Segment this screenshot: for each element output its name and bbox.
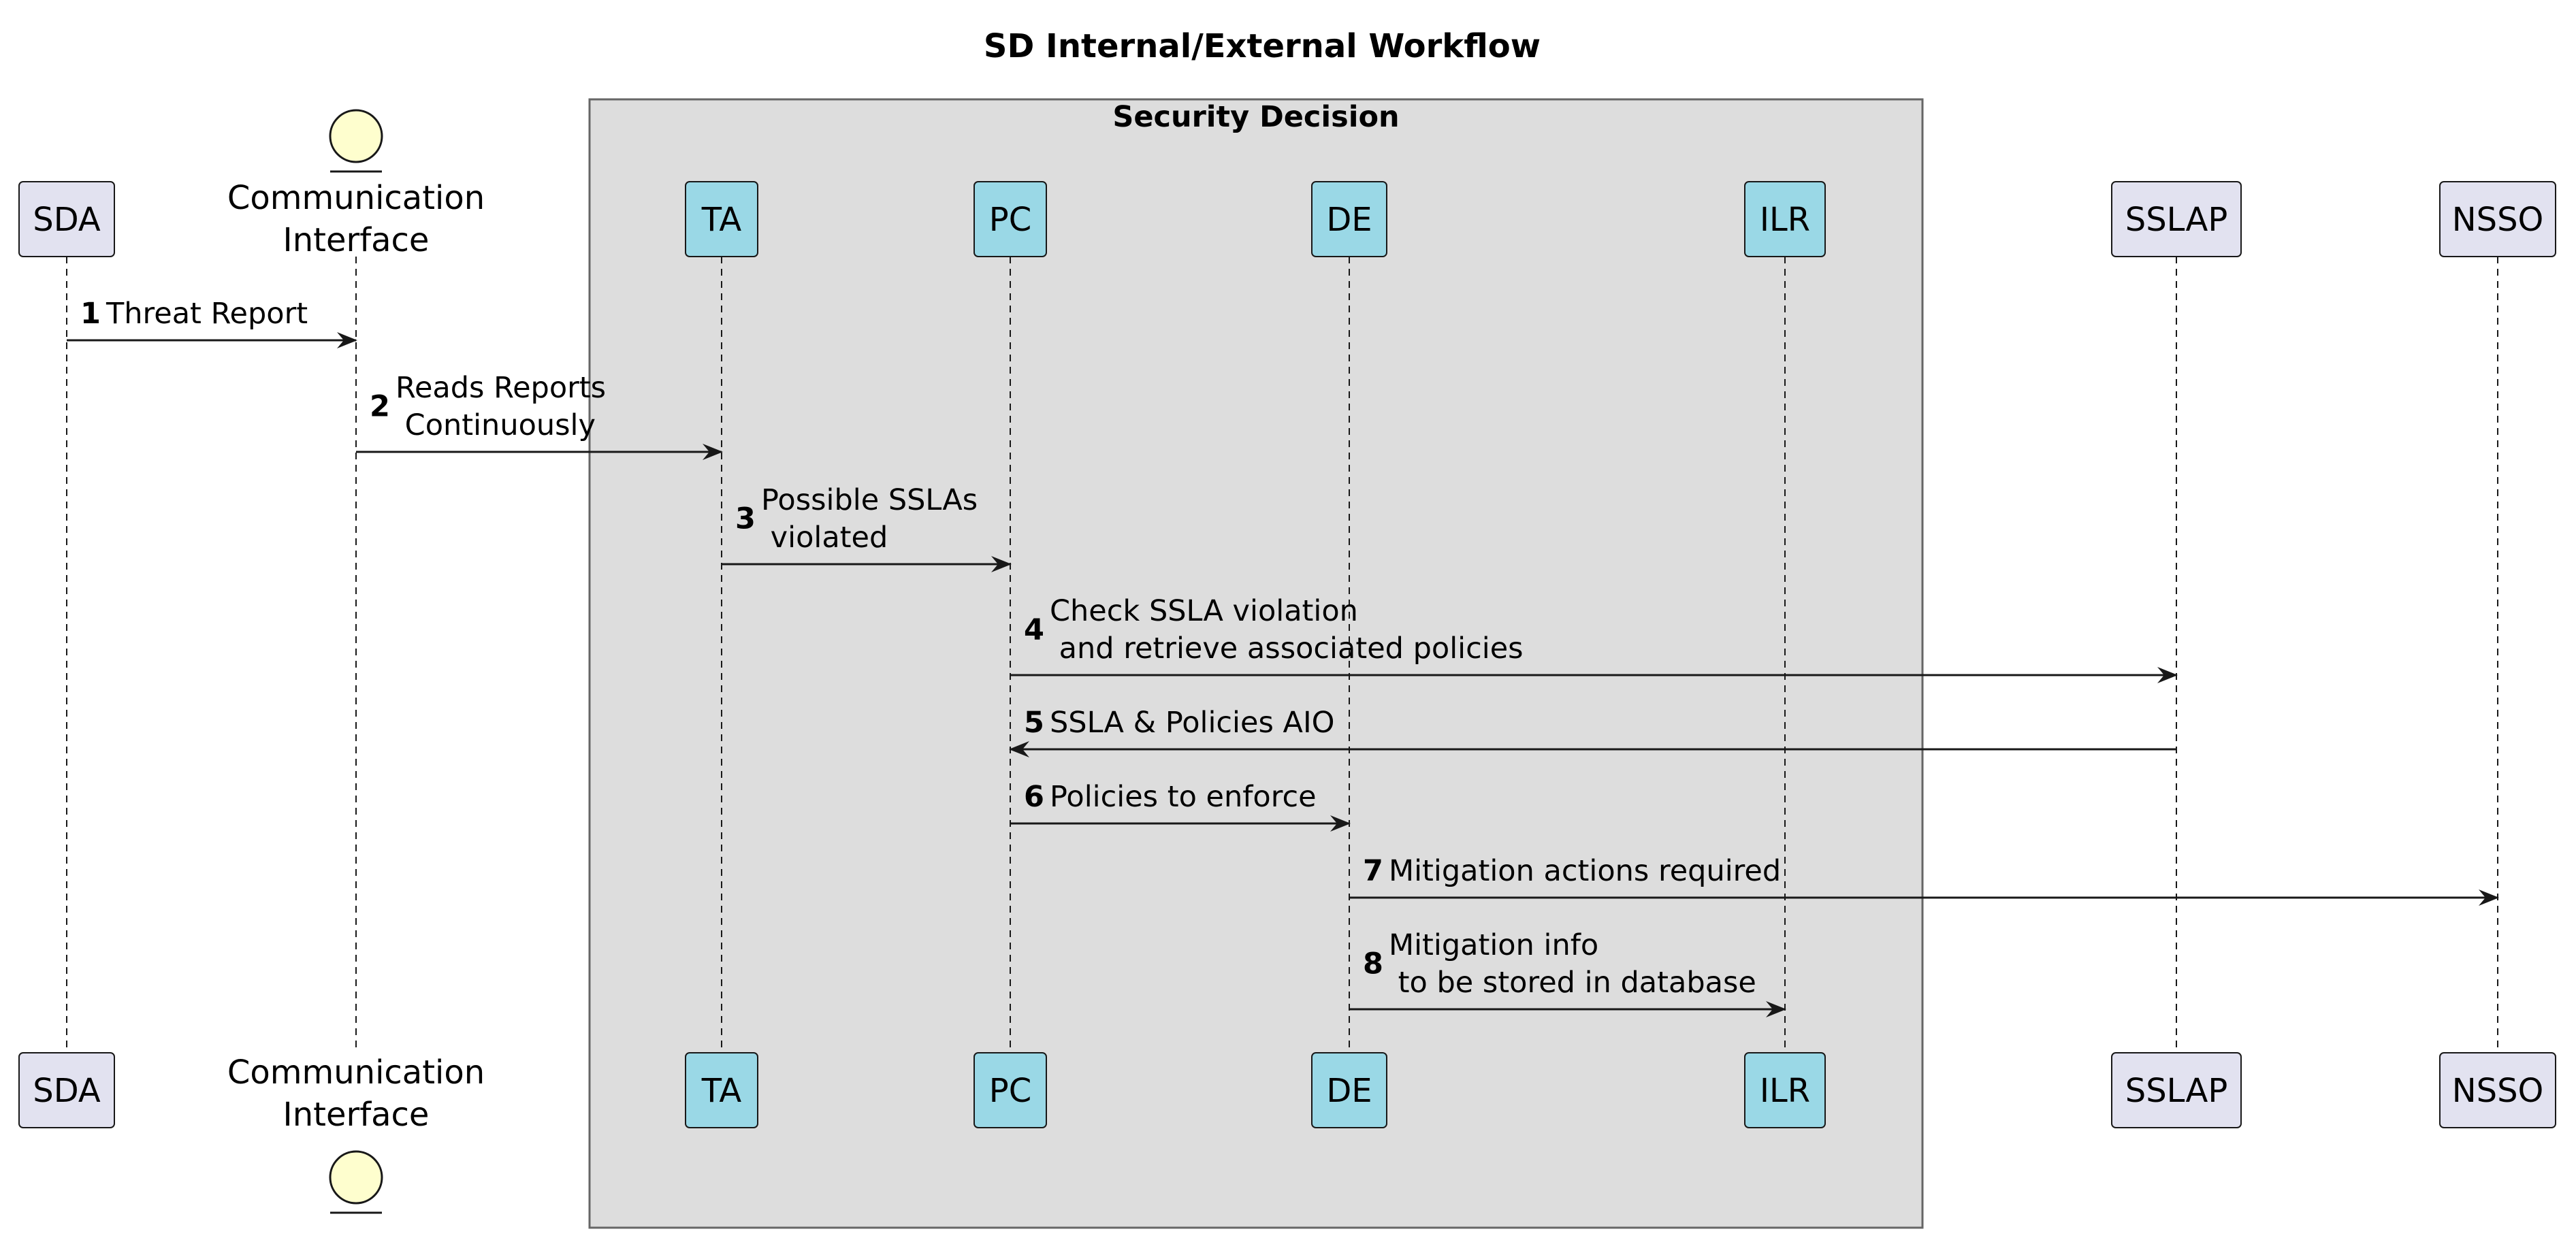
entity-icon — [329, 1150, 383, 1205]
participant-label: Interface — [283, 221, 430, 259]
entity-icon — [329, 109, 383, 163]
message-label: Possible SSLAs violated — [761, 483, 978, 555]
message-number: 6 — [1024, 780, 1044, 814]
message-label-line: Possible SSLAs — [761, 483, 978, 517]
message-label: Threat Report — [106, 297, 308, 331]
participant-ilr-bottom[interactable]: ILR — [1744, 1052, 1826, 1128]
security-decision-group-box — [588, 98, 1924, 1229]
participant-box — [1311, 1052, 1387, 1128]
message-number: 3 — [735, 502, 756, 536]
message-number: 2 — [370, 390, 390, 424]
message-label-line: to be stored in database — [1389, 966, 1756, 1000]
participant-label: SDA — [33, 1072, 101, 1110]
participant-box — [2439, 181, 2556, 257]
message-label: Policies to enforce — [1050, 780, 1317, 814]
participant-label: Communication — [227, 179, 485, 217]
message-label-line: violated — [761, 521, 888, 555]
participant-box — [2111, 1052, 2242, 1128]
participant-ta-bottom[interactable]: TA — [685, 1052, 758, 1128]
participant-label: DE — [1326, 1072, 1372, 1110]
message-label-line: Continuously — [396, 408, 596, 442]
message-label-line: Reads Reports — [396, 371, 606, 405]
message-label-line: and retrieve associated policies — [1050, 632, 1524, 666]
participant-label: DE — [1326, 201, 1372, 239]
message-label: Mitigation actions required — [1389, 854, 1781, 888]
participant-box — [1744, 181, 1826, 257]
participant-sda-bottom[interactable]: SDA — [18, 1052, 115, 1128]
participant-label: PC — [989, 1072, 1031, 1110]
diagram-title: SD Internal/External Workflow — [984, 27, 1541, 65]
participant-label: PC — [989, 201, 1031, 239]
message-label-line: Policies to enforce — [1050, 780, 1317, 814]
participant-label: Interface — [283, 1096, 430, 1134]
participant-box — [18, 1052, 115, 1128]
participant-ta-top[interactable]: TA — [685, 181, 758, 257]
message-label-line: Threat Report — [106, 297, 308, 331]
participant-box — [1311, 181, 1387, 257]
message-label-line: Mitigation info — [1389, 928, 1598, 962]
participant-ilr-top[interactable]: ILR — [1744, 181, 1826, 257]
participant-de-bottom[interactable]: DE — [1311, 1052, 1387, 1128]
participant-box — [685, 181, 758, 257]
participant-box — [973, 181, 1047, 257]
participant-label: Communication — [227, 1053, 485, 1092]
participant-box — [973, 1052, 1047, 1128]
message-label-line: Mitigation actions required — [1389, 854, 1781, 888]
participant-label: TA — [701, 201, 742, 239]
participant-label: NSSO — [2452, 1072, 2544, 1110]
participant-nsso-bottom[interactable]: NSSO — [2439, 1052, 2556, 1128]
participant-pc-bottom[interactable]: PC — [973, 1052, 1047, 1128]
message-label: Mitigation info to be stored in database — [1389, 928, 1756, 1000]
participant-pc-top[interactable]: PC — [973, 181, 1047, 257]
participant-box — [2439, 1052, 2556, 1128]
message-label-line: Check SSLA violation — [1050, 594, 1358, 628]
participant-sslap-bottom[interactable]: SSLAP — [2111, 1052, 2242, 1128]
participant-label: TA — [701, 1072, 742, 1110]
participant-nsso-top[interactable]: NSSO — [2439, 181, 2556, 257]
participant-sslap-top[interactable]: SSLAP — [2111, 181, 2242, 257]
participant-box — [1744, 1052, 1826, 1128]
message-label: SSLA & Policies AIO — [1050, 706, 1334, 740]
message-number: 1 — [80, 297, 101, 331]
message-label: Reads Reports Continuously — [396, 371, 606, 442]
message-number: 4 — [1024, 613, 1044, 647]
security-decision-group-label: Security Decision — [1112, 100, 1399, 134]
participant-box — [2111, 181, 2242, 257]
participant-label: SDA — [33, 201, 101, 239]
participant-de-top[interactable]: DE — [1311, 181, 1387, 257]
participant-box — [685, 1052, 758, 1128]
message-number: 5 — [1024, 706, 1044, 740]
participant-sda-top[interactable]: SDA — [18, 181, 115, 257]
participant-label: SSLAP — [2125, 1072, 2228, 1110]
participant-label: ILR — [1760, 201, 1810, 239]
message-label-line: SSLA & Policies AIO — [1050, 706, 1334, 740]
participant-label: ILR — [1760, 1072, 1810, 1110]
participant-box — [18, 181, 115, 257]
participant-label: SSLAP — [2125, 201, 2228, 239]
message-number: 8 — [1363, 947, 1383, 981]
message-label: Check SSLA violation and retrieve associ… — [1050, 594, 1524, 666]
participant-label: NSSO — [2452, 201, 2544, 239]
message-number: 7 — [1363, 854, 1383, 888]
